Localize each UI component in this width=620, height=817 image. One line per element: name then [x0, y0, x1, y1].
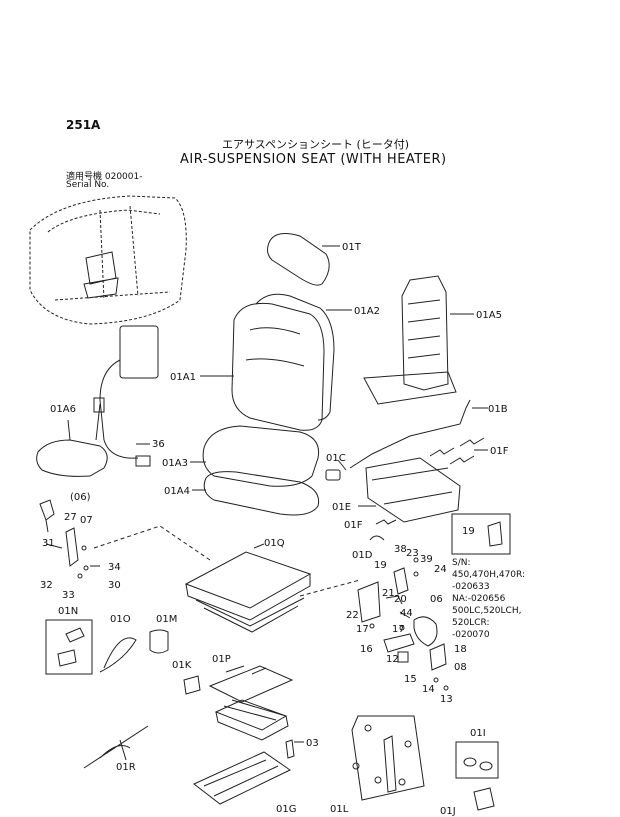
- callout-01P: 01P: [212, 654, 231, 665]
- callout-01M: 01M: [156, 614, 177, 625]
- adjuster-rod: [349, 399, 471, 469]
- callout-01G: 01G: [276, 804, 296, 815]
- backrest: [231, 302, 325, 431]
- springs: [429, 437, 485, 465]
- serial-note-line: 520LCR:: [452, 618, 490, 628]
- callout-01O: 01O: [110, 614, 131, 625]
- cup-part: [149, 629, 169, 654]
- callout-01A3: 01A3: [162, 458, 188, 469]
- callout-01C: 01C: [326, 453, 346, 464]
- callout-01A1: 01A1: [170, 372, 196, 383]
- callout-12: 12: [386, 654, 399, 665]
- cab-overview-illustration: [29, 195, 187, 325]
- callout-08: 08: [454, 662, 467, 673]
- callout-06-paren: (06): [70, 492, 91, 503]
- callout-17: 17: [356, 624, 369, 635]
- callout-01K: 01K: [172, 660, 192, 671]
- knob: [325, 469, 341, 481]
- cable: [99, 637, 137, 673]
- callout-01L: 01L: [330, 804, 349, 815]
- bracket-01K: [183, 675, 201, 695]
- callout-34: 34: [108, 562, 121, 573]
- serial-label-japanese: 適用号機 020001-: [66, 172, 143, 182]
- callout-19-box: 19: [462, 526, 475, 537]
- callout-30: 30: [108, 580, 121, 591]
- callout-13: 13: [440, 694, 453, 705]
- title-english: AIR-SUSPENSION SEAT (WITH HEATER): [180, 152, 447, 167]
- callout-23: 23: [406, 548, 419, 559]
- callout-01A4: 01A4: [164, 486, 190, 497]
- callout-06: 06: [430, 594, 443, 605]
- callout-22: 22: [346, 610, 359, 621]
- callout-01D: 01D: [352, 550, 373, 561]
- callout-01F: 01F: [490, 446, 509, 457]
- heater-pad-seat: [36, 439, 108, 477]
- headrest: [267, 233, 330, 286]
- callout-07: 07: [80, 515, 93, 526]
- callout-27: 27: [64, 512, 77, 523]
- callout-32: 32: [40, 580, 53, 591]
- callout-01N: 01N: [58, 606, 78, 617]
- callout-18: 18: [454, 644, 467, 655]
- callout-31: 31: [42, 538, 55, 549]
- heater-pad-back: [119, 325, 159, 379]
- callout-01A2: 01A2: [354, 306, 380, 317]
- callout-01I: 01I: [470, 728, 486, 739]
- detail-box: [451, 513, 511, 555]
- callout-03: 03: [306, 738, 319, 749]
- callout-01R: 01R: [116, 762, 136, 773]
- suspension-mechanism: [208, 665, 294, 741]
- wire: [83, 725, 149, 769]
- callout-15: 15: [404, 674, 417, 685]
- lever-assembly: [357, 557, 449, 691]
- title-japanese: エアサスペンションシート (ヒータ付): [222, 138, 410, 151]
- damper-box: [351, 715, 425, 801]
- heater-harness: [95, 359, 139, 459]
- seat-frame: [363, 275, 474, 405]
- callout-38: 38: [394, 544, 407, 555]
- callout-24: 24: [434, 564, 447, 575]
- callout-01J: 01J: [440, 806, 456, 817]
- callout-01Q: 01Q: [264, 538, 285, 549]
- callout-44: 44: [400, 608, 413, 619]
- serial-note-line: S/N:: [452, 558, 471, 568]
- slide-rail-assembly: [358, 457, 461, 523]
- callout-01F: 01F: [344, 520, 363, 531]
- callout-01A5: 01A5: [476, 310, 502, 321]
- callout-01E: 01E: [332, 502, 351, 513]
- serial-note-line: 450,470H,470R:: [452, 570, 526, 580]
- part-01J: [473, 787, 495, 811]
- seat-base: [184, 543, 312, 633]
- serial-note: S/N: 450,470H,470R: -020633 NA:-020656 5…: [452, 557, 525, 641]
- serial-label-english: Serial No.: [66, 180, 110, 190]
- callout-20: 20: [394, 594, 407, 605]
- callout-14: 14: [422, 684, 435, 695]
- callout-01B: 01B: [488, 404, 508, 415]
- belt-bracket: [39, 499, 55, 533]
- callout-21: 21: [382, 588, 395, 599]
- kit-box-01I: [455, 741, 499, 779]
- serial-note-line: -020070: [452, 630, 490, 640]
- serial-note-line: 500LC,520LCH,: [452, 606, 522, 616]
- callout-01A6: 01A6: [50, 404, 76, 415]
- page-number: 251A: [66, 118, 101, 132]
- callout-19: 19: [374, 560, 387, 571]
- callout-36: 36: [152, 439, 165, 450]
- seat-cushion-cover: [203, 471, 320, 516]
- callout-16: 16: [360, 644, 373, 655]
- callout-01T: 01T: [342, 242, 362, 253]
- callout-33: 33: [62, 590, 75, 601]
- slide-rail: [193, 751, 291, 805]
- backrest-cover: [255, 293, 335, 421]
- serial-note-line: -020633: [452, 582, 490, 592]
- cab-seat-illustration: [83, 251, 119, 299]
- seat-cushion: [202, 425, 320, 487]
- callout-39: 39: [420, 554, 433, 565]
- kit-box-01N: [45, 619, 93, 675]
- callout-17: 17: [392, 624, 405, 635]
- serial-note-line: NA:-020656: [452, 594, 506, 604]
